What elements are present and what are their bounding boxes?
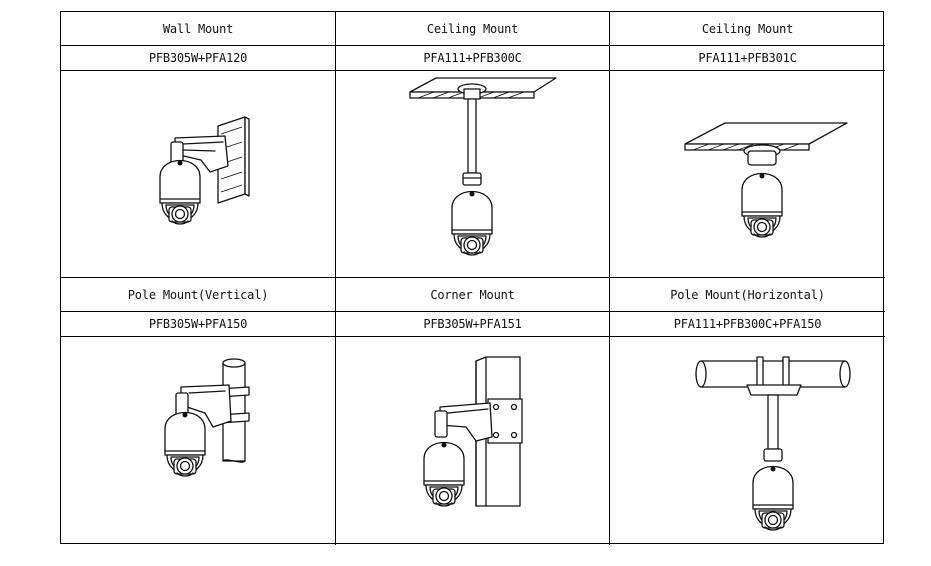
pole-mount-horizontal-camera-icon (694, 356, 851, 531)
mount-image-cell (336, 71, 610, 278)
mount-model-pole-horizontal: PFA111+PFB300C+PFA150 (610, 312, 885, 337)
mount-table: Wall Mount Ceiling Mount Ceiling Mount P… (60, 11, 885, 545)
mount-image-cell (61, 337, 336, 545)
mount-image-cell (61, 71, 336, 278)
mount-image-cell (610, 337, 885, 545)
mount-model-wall: PFB305W+PFA120 (61, 46, 336, 71)
ceiling-mount-pendant-camera-icon (408, 77, 557, 256)
mount-image-cell (610, 71, 885, 278)
mount-image-cell (336, 337, 610, 545)
wall-mount-camera-icon (159, 116, 250, 225)
mount-title-wall: Wall Mount (61, 12, 336, 46)
mount-title-ceiling-flush: Ceiling Mount (610, 12, 885, 46)
mount-title-pole-vertical: Pole Mount(Vertical) (61, 278, 336, 312)
mount-model-ceiling-pendant: PFA111+PFB300C (336, 46, 610, 71)
mount-model-corner: PFB305W+PFA151 (336, 312, 610, 337)
mount-title-corner: Corner Mount (336, 278, 610, 312)
mount-title-pole-horizontal: Pole Mount(Horizontal) (610, 278, 885, 312)
corner-mount-camera-icon (422, 356, 523, 507)
mount-title-ceiling-pendant: Ceiling Mount (336, 12, 610, 46)
pole-mount-vertical-camera-icon (164, 358, 250, 477)
ceiling-mount-flush-camera-icon (683, 122, 848, 238)
mount-model-ceiling-flush: PFA111+PFB301C (610, 46, 885, 71)
mount-model-pole-vertical: PFB305W+PFA150 (61, 312, 336, 337)
